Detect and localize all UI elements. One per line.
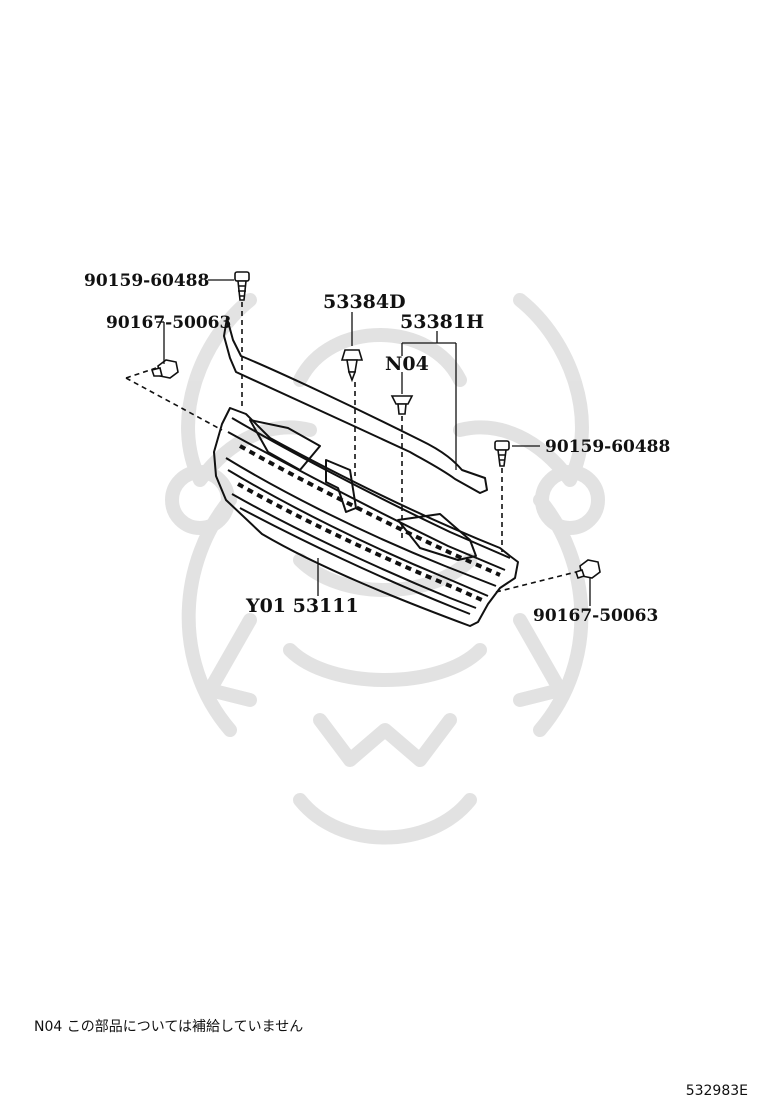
- leader-lines: [156, 279, 591, 606]
- clip-right-icon: [574, 559, 601, 580]
- label-grille: Y01 53111: [245, 595, 359, 617]
- grille-slats: [237, 444, 501, 602]
- label-clip-right: 90167-50063: [533, 606, 658, 626]
- watermark-logo: [165, 293, 605, 845]
- clip-left-icon: [150, 359, 179, 379]
- assembly-guides: [125, 302, 577, 593]
- bolt-right-icon: [494, 440, 510, 467]
- retainer-clip-icon: [340, 349, 364, 383]
- label-bolt-right: 90159-60488: [545, 437, 670, 457]
- label-retainer-center: 53384D: [323, 291, 406, 313]
- radiator-grille: [213, 407, 519, 627]
- label-bolt-top-left: 90159-60488: [84, 271, 209, 291]
- clip-n04-icon: [390, 395, 414, 415]
- label-seal-group: 53381H: [400, 311, 484, 333]
- bolt-top-left-icon: [234, 271, 250, 301]
- grille-seal-strip: [223, 317, 488, 494]
- label-not-supplied-part: N04: [385, 353, 429, 375]
- diagram-id: 532983E: [685, 1083, 748, 1099]
- footnote-text: N04 この部品については補給していません: [34, 1019, 304, 1035]
- label-clip-left: 90167-50063: [106, 313, 231, 333]
